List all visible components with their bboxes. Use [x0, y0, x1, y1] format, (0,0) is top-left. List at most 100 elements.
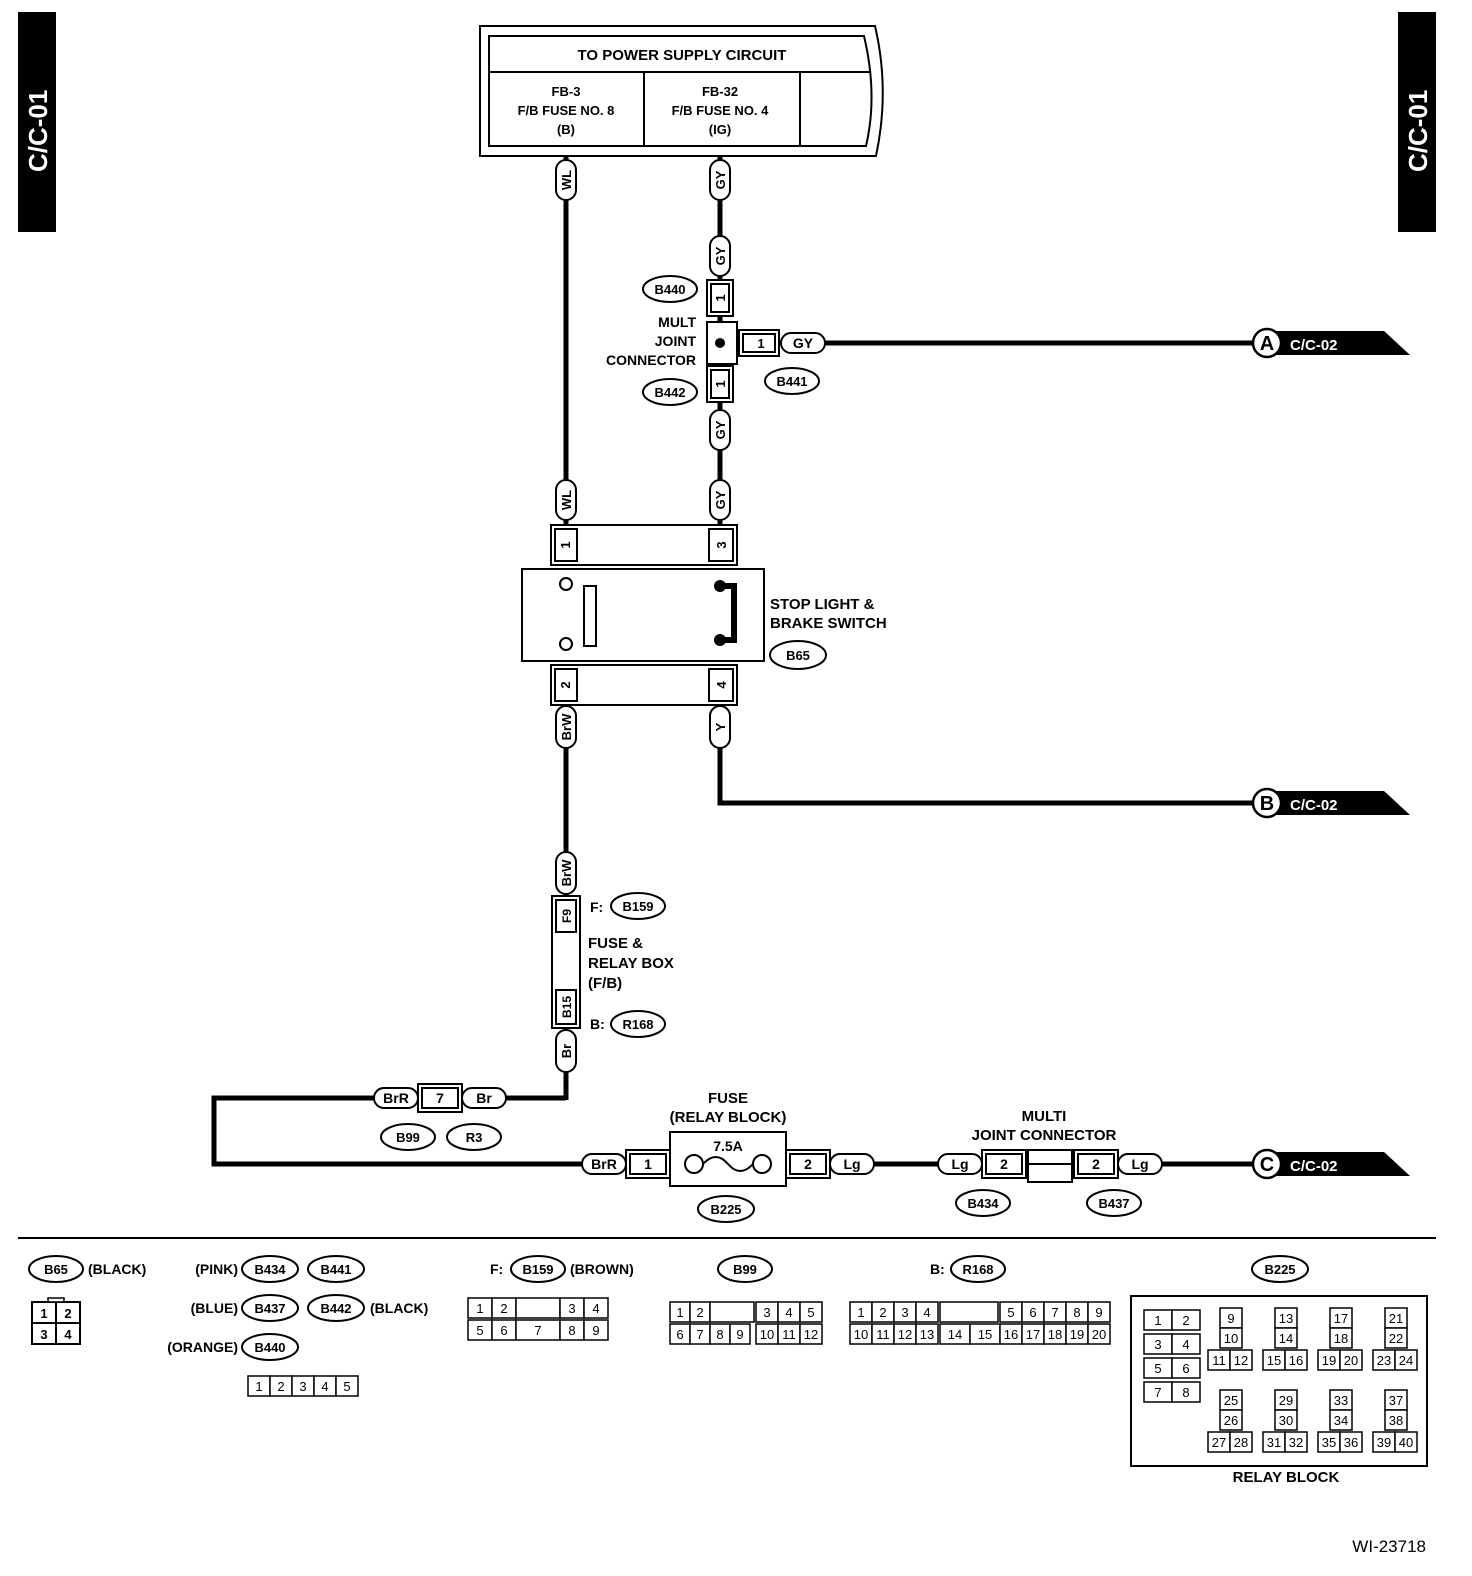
legend-b225-cell — [1171, 1381, 1201, 1403]
legend-b225-pin: 21 — [1389, 1311, 1403, 1326]
switch-label-2: BRAKE SWITCH — [770, 615, 887, 632]
pill-brw-fuse-text: BrW — [559, 859, 574, 886]
legend-b99-cell — [799, 1301, 823, 1323]
page-tab-right-text: C/C-01 — [1403, 90, 1433, 172]
legend-b225-pin: 27 — [1212, 1435, 1226, 1450]
legend-joint-pin: 5 — [343, 1379, 350, 1394]
legend-b225-pin: 24 — [1399, 1353, 1413, 1368]
legend-b440-conn: B440 — [254, 1340, 285, 1355]
legend-joint-pin: 2 — [277, 1379, 284, 1394]
fuse-left-line1: FB-3 — [552, 84, 581, 99]
legend-b65-pin: 4 — [64, 1327, 72, 1342]
legend-b99-key-cell — [709, 1301, 755, 1323]
legend-b225-caption: RELAY BLOCK — [1233, 1469, 1340, 1486]
conn-b437: B437 — [1098, 1196, 1129, 1211]
legend-r168-pin: 18 — [1048, 1327, 1062, 1342]
mjc-pin-side: 1 — [757, 336, 764, 351]
conn-b441: B441 — [776, 374, 807, 389]
pill-brw-switch-text: BrW — [559, 713, 574, 740]
legend-b159-pin: 8 — [568, 1323, 575, 1338]
fb-label-3: (F/B) — [588, 975, 622, 992]
legend-r168-pin: 16 — [1004, 1327, 1018, 1342]
legend-b434-conn: B434 — [254, 1262, 286, 1277]
legend-b225-pin: 33 — [1334, 1393, 1348, 1408]
legend-b442-conn: B442 — [320, 1301, 351, 1316]
legend-b159-pin: 6 — [500, 1323, 507, 1338]
legend-r168-pin: 5 — [1007, 1305, 1014, 1320]
legend-b225-pin: 9 — [1227, 1311, 1234, 1326]
page-tab-left: C/C-01 — [18, 12, 56, 232]
legend-joint-pin: 4 — [321, 1379, 328, 1394]
legend-joint-cell — [335, 1375, 359, 1397]
output-c-target: C/C-02 — [1290, 1158, 1338, 1175]
mjc-pin-bottom: 1 — [713, 380, 728, 387]
legend-r168-pin: 7 — [1051, 1305, 1058, 1320]
legend-b159-key-cell — [515, 1297, 561, 1319]
legend-b225-cell — [1384, 1409, 1408, 1431]
mjc-lower-pin-a: 2 — [1000, 1156, 1008, 1172]
legend-b225-pin: 17 — [1334, 1311, 1348, 1326]
pill-gy-lower-text: GY — [713, 420, 728, 439]
legend-b225-cell — [1219, 1409, 1243, 1431]
legend-b225-pin: 3 — [1154, 1337, 1161, 1352]
pill-wl-top-text: WL — [559, 170, 574, 190]
legend-b99-pin: 1 — [676, 1305, 683, 1320]
page-tab-left-text: C/C-01 — [23, 90, 53, 172]
legend-b225-pin: 5 — [1154, 1361, 1161, 1376]
mult-joint-connector-upper: 1 1 1 GY MULT JOINT CONNECTOR B440 B442 … — [606, 275, 826, 406]
legend-b441-conn: B441 — [320, 1262, 351, 1277]
joint-b99-r3: BrR 7 Br B99 R3 — [373, 1083, 507, 1151]
legend-b225-pin: 18 — [1334, 1331, 1348, 1346]
legend-b225-pin: 2 — [1182, 1313, 1189, 1328]
legend-b225-pin: 32 — [1289, 1435, 1303, 1450]
switch-pin-4: 4 — [714, 681, 729, 689]
legend-r168-pin: 4 — [923, 1305, 930, 1320]
legend-b225-pin: 37 — [1389, 1393, 1403, 1408]
legend-b225-cell — [1171, 1309, 1201, 1331]
legend-b159-pin: 1 — [476, 1301, 483, 1316]
legend-b99-pin: 5 — [807, 1305, 814, 1320]
output-b-target: C/C-02 — [1290, 797, 1338, 814]
conn-b434: B434 — [967, 1196, 999, 1211]
legend-b225-pin: 26 — [1224, 1413, 1238, 1428]
fuse-label-2: (RELAY BLOCK) — [670, 1109, 787, 1126]
legend-b225-pin: 1 — [1154, 1313, 1161, 1328]
legend-b159-cell — [583, 1319, 609, 1341]
switch-pin-1: 1 — [558, 541, 573, 548]
legend-b225-pin: 25 — [1224, 1393, 1238, 1408]
legend-b225-pin: 35 — [1322, 1435, 1336, 1450]
legend-b225-cell — [1394, 1349, 1418, 1371]
legend-b225-cell — [1329, 1327, 1353, 1349]
legend-joint-pin: 1 — [255, 1379, 262, 1394]
legend-b225-cell — [1171, 1333, 1201, 1355]
conn-b159: B159 — [622, 899, 653, 914]
wire-y-to-b — [717, 705, 1255, 806]
legend-b225-pin: 38 — [1389, 1413, 1403, 1428]
legend-b65-pin: 1 — [40, 1306, 47, 1321]
legend-b99-cell — [799, 1323, 823, 1345]
legend-b434-color: (PINK) — [195, 1261, 238, 1277]
legend-b159-pin: 2 — [500, 1301, 507, 1316]
legend-b225-cell — [1229, 1349, 1253, 1371]
multi-joint-connector-lower: Lg 2 2 Lg MULTI JOINT CONNECTOR B434 B43… — [937, 1108, 1163, 1217]
fuse-relay-box: F9 B15 F: B159 FUSE & RELAY BOX (F/B) B:… — [551, 892, 674, 1038]
output-c-letter: C — [1260, 1154, 1274, 1176]
legend-b225-pin: 34 — [1334, 1413, 1348, 1428]
legend-b225-pin: 30 — [1279, 1413, 1293, 1428]
pill-wl-switch: WL — [555, 479, 577, 521]
legend-b99-pin: 11 — [782, 1327, 796, 1342]
legend-b159-pin: 9 — [592, 1323, 599, 1338]
legend-b225-pin: 15 — [1267, 1353, 1281, 1368]
junction-dot — [715, 338, 725, 348]
legend-b159-cell — [583, 1297, 609, 1319]
output-a-target: C/C-02 — [1290, 337, 1338, 354]
pill-gy-top-text: GY — [713, 170, 728, 189]
legend-b225-pin: 23 — [1377, 1353, 1391, 1368]
pill-lg-mjc-b: Lg — [1131, 1156, 1148, 1172]
conn-b99: B99 — [396, 1130, 420, 1145]
